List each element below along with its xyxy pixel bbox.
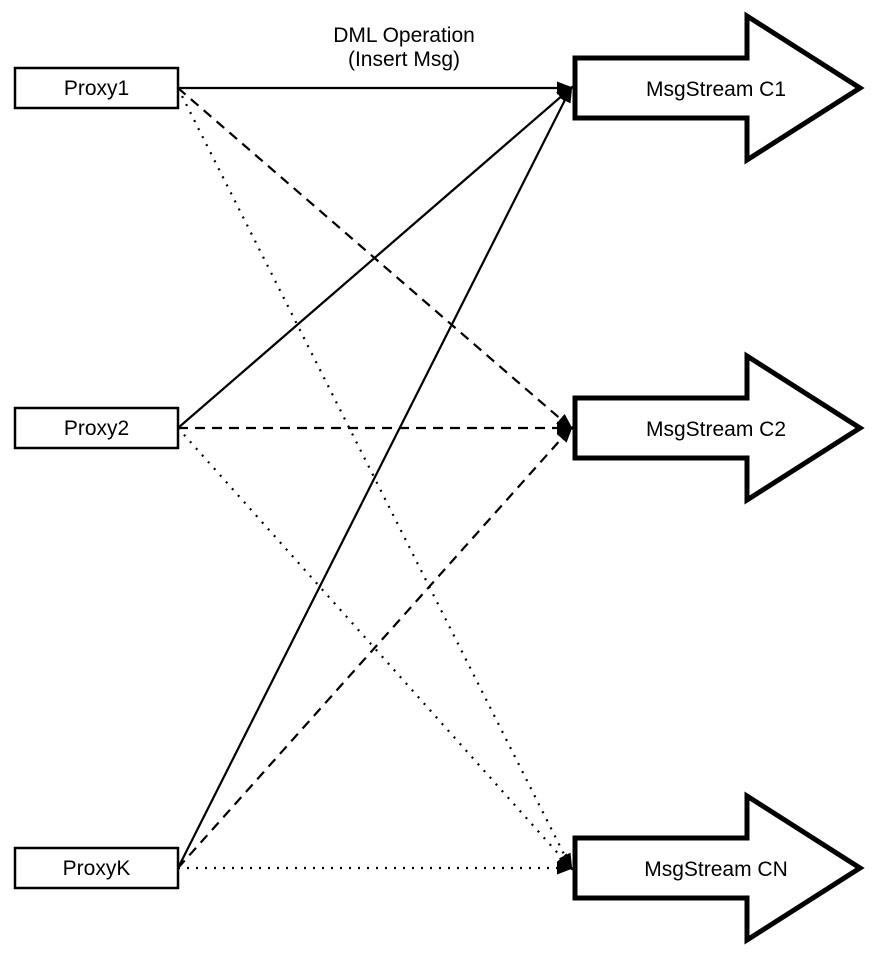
node-proxy2: Proxy2	[13, 406, 180, 450]
edge-proxyk-to-c1	[177, 85, 573, 869]
msgstream-cn-arrow-icon	[572, 791, 865, 945]
msgstream-c2-arrow-icon	[572, 351, 865, 505]
edge-annotation-line1: DML Operation	[333, 24, 475, 47]
edge-proxyk-to-c2	[177, 425, 573, 869]
node-msgstream-c1: MsgStream C1	[572, 11, 865, 165]
proxy1-label: Proxy1	[64, 77, 129, 100]
node-msgstream-c2: MsgStream C2	[572, 351, 865, 505]
proxyk-label: ProxyK	[63, 857, 131, 880]
proxy2-box	[13, 406, 180, 450]
edge-annotation-line2: (Insert Msg)	[348, 48, 460, 71]
node-proxyk: ProxyK	[13, 846, 180, 890]
node-msgstream-cn: MsgStream CN	[572, 791, 865, 945]
node-proxy1: Proxy1	[13, 66, 180, 110]
msgstream-c2-label: MsgStream C2	[646, 418, 786, 441]
msgstream-c1-arrow-icon	[572, 11, 865, 165]
proxy1-box	[13, 66, 180, 110]
edge-proxy2-to-c1	[177, 86, 574, 429]
edge-proxy1-to-cn	[177, 87, 573, 871]
msgstream-cn-label: MsgStream CN	[644, 858, 788, 881]
connector-edges	[177, 81, 574, 875]
proxy2-label: Proxy2	[64, 417, 129, 440]
proxyk-box	[13, 846, 180, 890]
msgstream-c1-label: MsgStream C1	[646, 78, 786, 101]
